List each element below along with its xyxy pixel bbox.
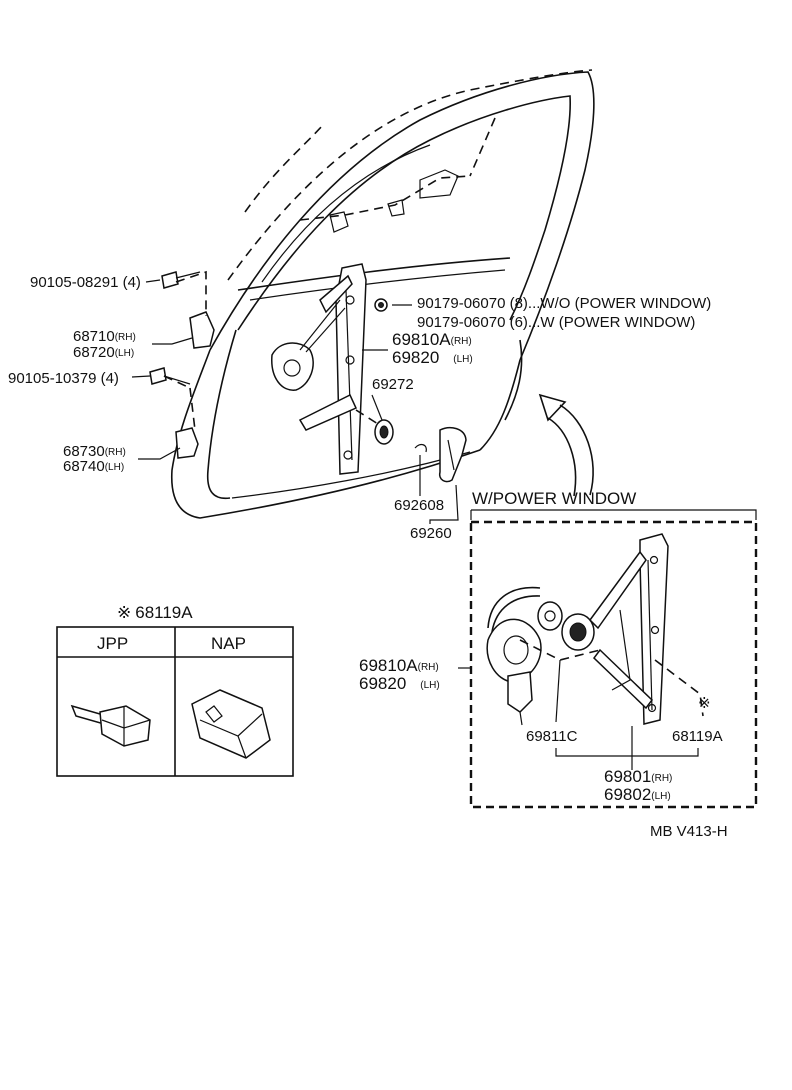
label-69810a-pw: 69810A: [359, 656, 418, 675]
jpp-cover-icon: [70, 704, 151, 747]
callout-power-regulator: 69810A(RH) 69820(LH): [359, 656, 470, 693]
legend-col-jpp: JPP: [97, 634, 128, 653]
svg-text:※68119A: ※68119A: [117, 603, 193, 622]
marker-symbol: ※: [698, 695, 711, 712]
svg-text:69820(LH): 69820(LH): [359, 674, 440, 693]
label-69820-pw: 69820: [359, 674, 406, 693]
svg-text:69802(LH): 69802(LH): [604, 785, 671, 804]
power-window-title: W/POWER WINDOW: [472, 489, 636, 508]
label-90179-wo: 90179-06070 (8)...W/O (POWER WINDOW): [417, 295, 711, 312]
callout-clips: 90179-06070 (8)...W/O (POWER WINDOW) 901…: [392, 295, 711, 331]
svg-text:69801(RH): 69801(RH): [604, 767, 672, 786]
callout-bolt-lower: 90105-10379 (4): [8, 370, 151, 387]
svg-text:69810A(RH): 69810A(RH): [359, 656, 439, 675]
label-68740: 68740: [63, 458, 105, 475]
detail-arrow: [538, 393, 594, 497]
label-68730: 68730: [63, 443, 105, 460]
manual-window-regulator: [271, 263, 367, 475]
small-fasteners: [149, 270, 388, 459]
diagram-code: MB V413-H: [650, 823, 728, 840]
label-90105-10379: 90105-10379 (4): [8, 370, 119, 387]
label-90105-08291: 90105-08291 (4): [30, 274, 141, 291]
svg-text:68740(LH): 68740(LH): [63, 458, 124, 475]
callout-bolt-upper: 90105-08291 (4): [30, 274, 161, 291]
motor-cover-legend: ※68119A JPP NAP: [56, 603, 294, 777]
label-68710: 68710: [73, 328, 115, 345]
label-69272: 69272: [372, 376, 414, 393]
label-69811c: 69811C: [526, 728, 578, 745]
legend-part-number: 68119A: [135, 603, 193, 622]
callout-handle: 692608 69260: [394, 455, 459, 542]
legend-col-nap: NAP: [211, 634, 246, 653]
label-68720: 68720: [73, 344, 115, 361]
svg-text:68730(RH): 68730(RH): [63, 443, 126, 460]
svg-text:68710(RH): 68710(RH): [73, 328, 136, 345]
svg-text:69820(LH): 69820(LH): [392, 348, 473, 367]
callout-hinge-upper: 68710(RH) 68720(LH): [73, 328, 193, 361]
handle-assembly: [355, 409, 467, 483]
label-692608: 692608: [394, 497, 444, 514]
label-68119a-detail: 68119A: [672, 728, 723, 745]
callout-regulator: 69810A(RH) 69820(LH): [362, 330, 473, 367]
label-90179-w: 90179-06070 (6)...W (POWER WINDOW): [417, 314, 695, 331]
nap-cover-icon: [191, 689, 271, 759]
label-69802: 69802: [604, 785, 651, 804]
label-69820: 69820: [392, 348, 439, 367]
callout-hinge-lower: 68730(RH) 68740(LH): [63, 443, 181, 475]
svg-text:68720(LH): 68720(LH): [73, 344, 134, 361]
label-69810a: 69810A: [392, 330, 451, 349]
legend-marker: ※: [117, 603, 131, 622]
svg-text:69810A(RH): 69810A(RH): [392, 330, 472, 349]
power-window-detail: W/POWER WINDOW 69811C ※ 68119A 6: [469, 489, 758, 809]
door-panel: [170, 69, 595, 519]
label-69260: 69260: [410, 525, 452, 542]
callout-handle-seat: 69272: [371, 376, 414, 421]
label-69801: 69801: [604, 767, 651, 786]
